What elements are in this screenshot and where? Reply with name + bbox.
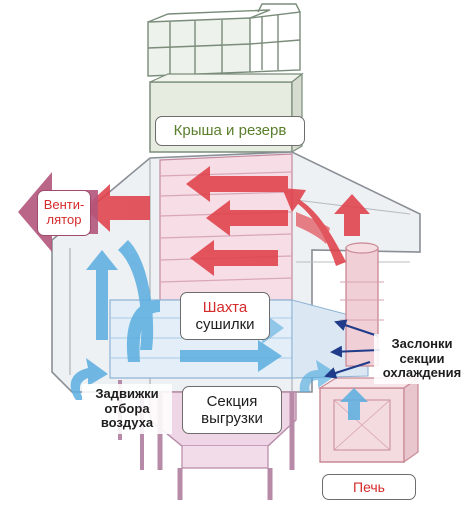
cooling-dampers-line1: Заслонки — [391, 335, 453, 351]
fan-label-line1: Венти- — [43, 197, 85, 213]
air-intake-dampers-line2: отбора — [104, 400, 150, 416]
hot-air-flow — [84, 166, 370, 276]
damper-arrows — [324, 319, 381, 379]
fan-label-line2: лятор — [46, 212, 82, 227]
furnace-label: Печь — [322, 474, 416, 500]
air-intake-dampers-line1: Задвижки — [95, 385, 159, 401]
unloading-section-line1: Секция — [206, 392, 258, 410]
cooling-dampers-label: Заслонки секции охлаждения — [374, 334, 470, 384]
air-intake-dampers-line3: воздуха — [100, 415, 154, 431]
drying-shaft-line2: сушилки — [195, 316, 255, 333]
cooling-dampers-line3: охлаждения — [382, 365, 462, 381]
roof-reserve-label: Крыша и резерв — [155, 116, 305, 146]
fan-label: Венти- лятор — [37, 190, 91, 236]
furnace-text: Печь — [353, 478, 385, 495]
air-intake-dampers-label: Задвижки отбора воздуха — [82, 384, 172, 434]
drying-shaft-line1: Шахта — [202, 298, 248, 316]
unloading-section-line2: выгрузки — [201, 410, 263, 427]
drying-shaft-label: Шахта сушилки — [180, 292, 270, 340]
roof-reserve-text: Крыша и резерв — [173, 122, 287, 140]
furnace-structure — [317, 242, 420, 464]
cooling-dampers-line2: секции — [399, 350, 445, 366]
unloading-section-label: Секция выгрузки — [182, 386, 282, 434]
roof-railing — [147, 3, 301, 77]
